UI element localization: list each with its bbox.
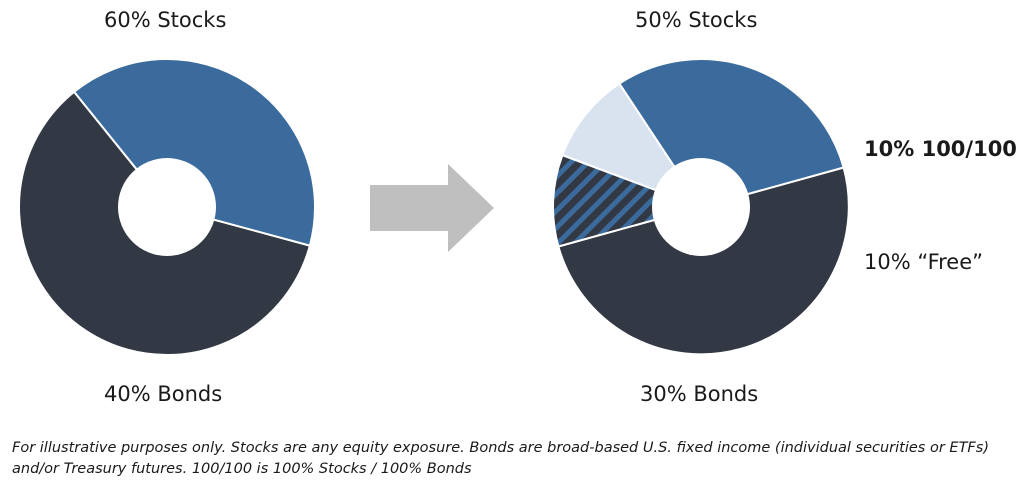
slice-40-bonds [72, 57, 316, 247]
slice-50-stocks [557, 166, 850, 356]
donut-hole [118, 158, 216, 256]
label-right-free: 10% “Free” [864, 250, 984, 274]
slice-10-100-100 [552, 153, 705, 248]
label-right-stocks: 50% Stocks [635, 8, 758, 32]
pie-current-allocation [18, 57, 316, 356]
label-right-bonds: 30% Bonds [640, 382, 759, 406]
pie-new-allocation [552, 58, 850, 356]
slice-30-bonds [617, 58, 845, 209]
label-left-stocks: 60% Stocks [104, 8, 227, 32]
donut-hole [652, 158, 750, 256]
transition-arrow [370, 164, 494, 252]
label-right-100-100: 10% 100/100 [864, 137, 1017, 161]
label-left-bonds: 40% Bonds [104, 382, 223, 406]
footnote: For illustrative purposes only. Stocks a… [12, 440, 989, 477]
